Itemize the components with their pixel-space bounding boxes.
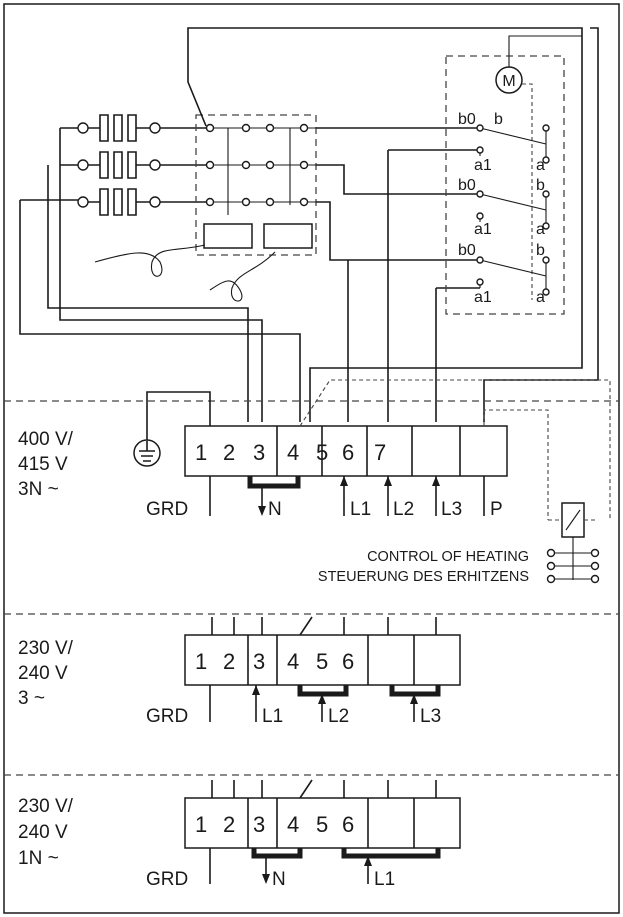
terminal-1: 1 [195,649,207,674]
terminal-2: 2 [223,812,235,837]
l3-label: L3 [441,499,462,520]
terminal-5: 5 [316,440,328,465]
contact-a1: a1 [474,289,492,306]
voltage-line-1: 230 V/ [18,796,74,817]
terminal-4: 4 [287,649,299,674]
voltage-line-3: 3N ~ [18,479,59,500]
l2-label: L2 [393,499,414,520]
contact-b: b [536,177,545,194]
contact-a1: a1 [474,157,492,174]
n-label: N [272,869,286,890]
grd-label: GRD [146,869,188,890]
contact-a: a [536,157,545,174]
l1-label: L1 [374,869,395,890]
terminal-3: 3 [253,649,265,674]
section-400v: 400 V/ 415 V 3N ~ 1 2 3 4 5 6 7 [18,379,611,585]
ground-icon [133,391,211,467]
contact-a: a [536,289,545,306]
terminal-6: 6 [342,649,354,674]
terminal-5: 5 [316,649,328,674]
contact-a: a [536,221,545,238]
motor-switch-block: M b0 b a1 a b0 b a1 a b0 b a1 a [445,35,582,315]
contact-b0: b0 [458,111,476,128]
contact-b0: b0 [458,242,476,259]
l1-label: L1 [262,706,283,727]
l1-label: L1 [350,499,371,520]
control-wiring [187,27,599,422]
section-230v-3: 230 V/ 240 V 3 ~ 1 2 3 4 5 6 GRD L1 L2 L… [18,616,461,727]
contactor-block [94,114,317,302]
outer-frame [3,3,620,914]
l3-label: L3 [420,706,441,727]
switch-icon [546,537,600,584]
terminal-2: 2 [223,649,235,674]
terminal-block [184,425,508,477]
terminal-2: 2 [223,440,235,465]
l2-label: L2 [328,706,349,727]
voltage-line-2: 415 V [18,454,68,475]
voltage-line-1: 400 V/ [18,429,74,450]
control-line-1: CONTROL OF HEATING [367,549,529,565]
voltage-line-2: 240 V [18,822,68,843]
heating-elements [19,114,301,422]
terminal-1: 1 [195,440,207,465]
n-label: N [268,499,282,520]
contact-a1: a1 [474,221,492,238]
p-label: P [490,499,503,520]
control-line-2: STEUERUNG DES ERHITZENS [318,569,529,585]
voltage-line-3: 3 ~ [18,688,45,709]
grd-label: GRD [146,706,188,727]
grd-label: GRD [146,499,188,520]
contact-b: b [494,111,503,128]
motor-label: M [502,73,515,90]
terminal-6: 6 [342,440,354,465]
terminal-5: 5 [316,812,328,837]
terminal-3: 3 [253,812,265,837]
terminal-1: 1 [195,812,207,837]
voltage-line-1: 230 V/ [18,638,74,659]
voltage-line-3: 1N ~ [18,848,59,869]
relay-coil-2 [263,223,313,249]
contact-b0: b0 [458,177,476,194]
relay-coil-1 [203,223,253,249]
contact-b: b [536,242,545,259]
terminal-6: 6 [342,812,354,837]
voltage-line-2: 240 V [18,663,68,684]
terminal-4: 4 [287,812,299,837]
terminal-3: 3 [253,440,265,465]
terminal-4: 4 [287,440,299,465]
section-230v-1n: 230 V/ 240 V 1N ~ 1 2 3 4 5 6 GRD N L1 [18,779,461,890]
terminal-7: 7 [374,440,386,465]
